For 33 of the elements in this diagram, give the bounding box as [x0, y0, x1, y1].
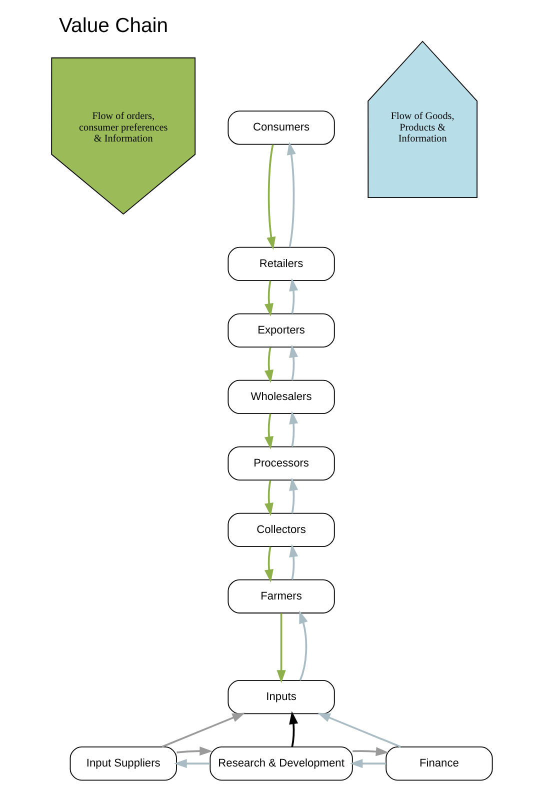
node-box: Finance [385, 746, 492, 781]
node-box: Input Suppliers [69, 746, 176, 781]
node-box: Consumers [227, 110, 334, 145]
arrow [288, 711, 298, 748]
node-box: Processors [227, 446, 334, 480]
arrow [266, 144, 276, 250]
arrow [176, 746, 212, 756]
arrow [288, 278, 298, 314]
arrow [316, 712, 401, 748]
arrow [264, 347, 273, 383]
node-box: Exporters [227, 313, 334, 348]
diagram-title: Value Chain [58, 14, 168, 37]
node-box: Farmers [227, 579, 334, 614]
arrow [298, 610, 308, 681]
node-box: Wholesalers [227, 380, 334, 414]
arrow [264, 280, 273, 316]
arrow [264, 546, 273, 582]
node-box: Research & Development [209, 746, 352, 781]
arrow [349, 759, 386, 768]
node-box: Retailers [227, 246, 334, 282]
arrow [173, 759, 210, 768]
arrow [352, 747, 388, 756]
arrow [264, 480, 273, 516]
arrow [276, 613, 286, 684]
node-box: Collectors [227, 512, 334, 547]
arrow [286, 142, 296, 248]
node-box: Inputs [227, 680, 334, 714]
arrow [288, 478, 298, 514]
arrow [161, 712, 245, 748]
arrow [288, 544, 298, 580]
arrow [288, 411, 298, 447]
arrow [264, 414, 273, 450]
arrow [288, 344, 298, 380]
